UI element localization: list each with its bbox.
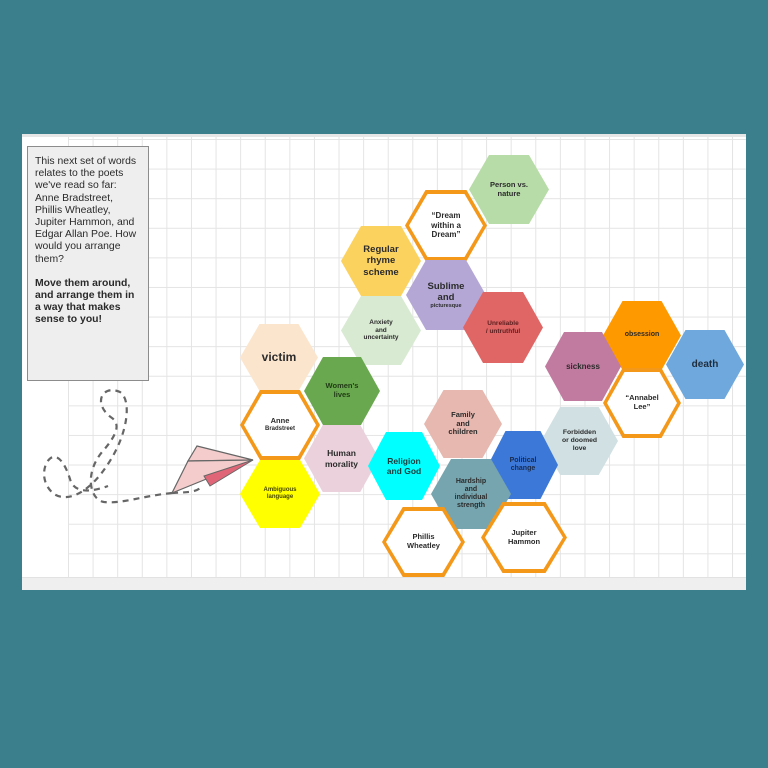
canvas-bottom-scrollbar[interactable] xyxy=(22,577,746,590)
hex-death[interactable]: death xyxy=(666,330,744,399)
instructions-textbox[interactable]: This next set of words relates to the po… xyxy=(27,146,149,381)
hex-sublabel: picturesque xyxy=(430,302,462,309)
hex-label: Person vs. nature xyxy=(490,179,528,198)
hex-label: Jupiter Hammon xyxy=(507,527,541,546)
hex-label: Phillis Wheatley xyxy=(407,532,440,550)
hex-dream-within-a-dream[interactable]: “Dream within a Dream” xyxy=(405,190,487,261)
hex-label: sickness xyxy=(566,361,600,371)
hex-sublabel: Bradstreet xyxy=(264,425,295,432)
hex-phillis-wheatley[interactable]: Phillis Wheatley xyxy=(382,507,465,577)
hex-anxiety-and-uncertainty[interactable]: Anxiety and uncertainty xyxy=(341,296,421,365)
instructions-paragraph: This next set of words relates to the po… xyxy=(35,156,137,265)
hex-label: Family and children xyxy=(448,409,478,437)
hex-family-and-children[interactable]: Family and children xyxy=(424,390,502,458)
hex-label: Hardship and individual strength xyxy=(454,477,488,510)
instructions-call-to-action: Move them around, and arrange them in a … xyxy=(35,277,135,326)
hex-regular-rhyme-scheme[interactable]: Regular rhyme scheme xyxy=(341,226,421,296)
hex-label: Anne xyxy=(270,416,290,426)
hex-label: Political change xyxy=(509,456,537,472)
hex-label: Forbidden or doomed love xyxy=(561,428,598,452)
hex-religion-and-god[interactable]: Religion and God xyxy=(368,432,440,500)
hex-label: Regular rhyme scheme xyxy=(363,244,399,278)
hex-sublime-and-picturesque[interactable]: Sublime and picturesque xyxy=(406,260,486,330)
whiteboard-canvas[interactable]: This next set of words relates to the po… xyxy=(22,134,746,590)
hex-anne-bradstreet[interactable]: Anne Bradstreet xyxy=(240,390,320,460)
canvas-top-border xyxy=(22,134,746,137)
hex-label: Religion and God xyxy=(386,455,422,476)
hex-label: obsession xyxy=(624,331,660,339)
hex-label: Human morality xyxy=(324,448,359,469)
hex-label: Anxiety and uncertainty xyxy=(363,319,399,342)
hex-label: Sublime and xyxy=(427,280,465,303)
hex-label: “Dream within a Dream” xyxy=(431,211,461,240)
hex-label: victim xyxy=(261,350,297,365)
hex-label: Unreliable / untruthful xyxy=(485,319,521,335)
hex-sickness[interactable]: sickness xyxy=(545,332,621,401)
hex-label: “Annabel Lee” xyxy=(625,393,659,411)
hex-label: Women's lives xyxy=(325,381,359,399)
hex-label: death xyxy=(691,358,719,370)
hex-label: Ambiguous language xyxy=(263,486,297,500)
